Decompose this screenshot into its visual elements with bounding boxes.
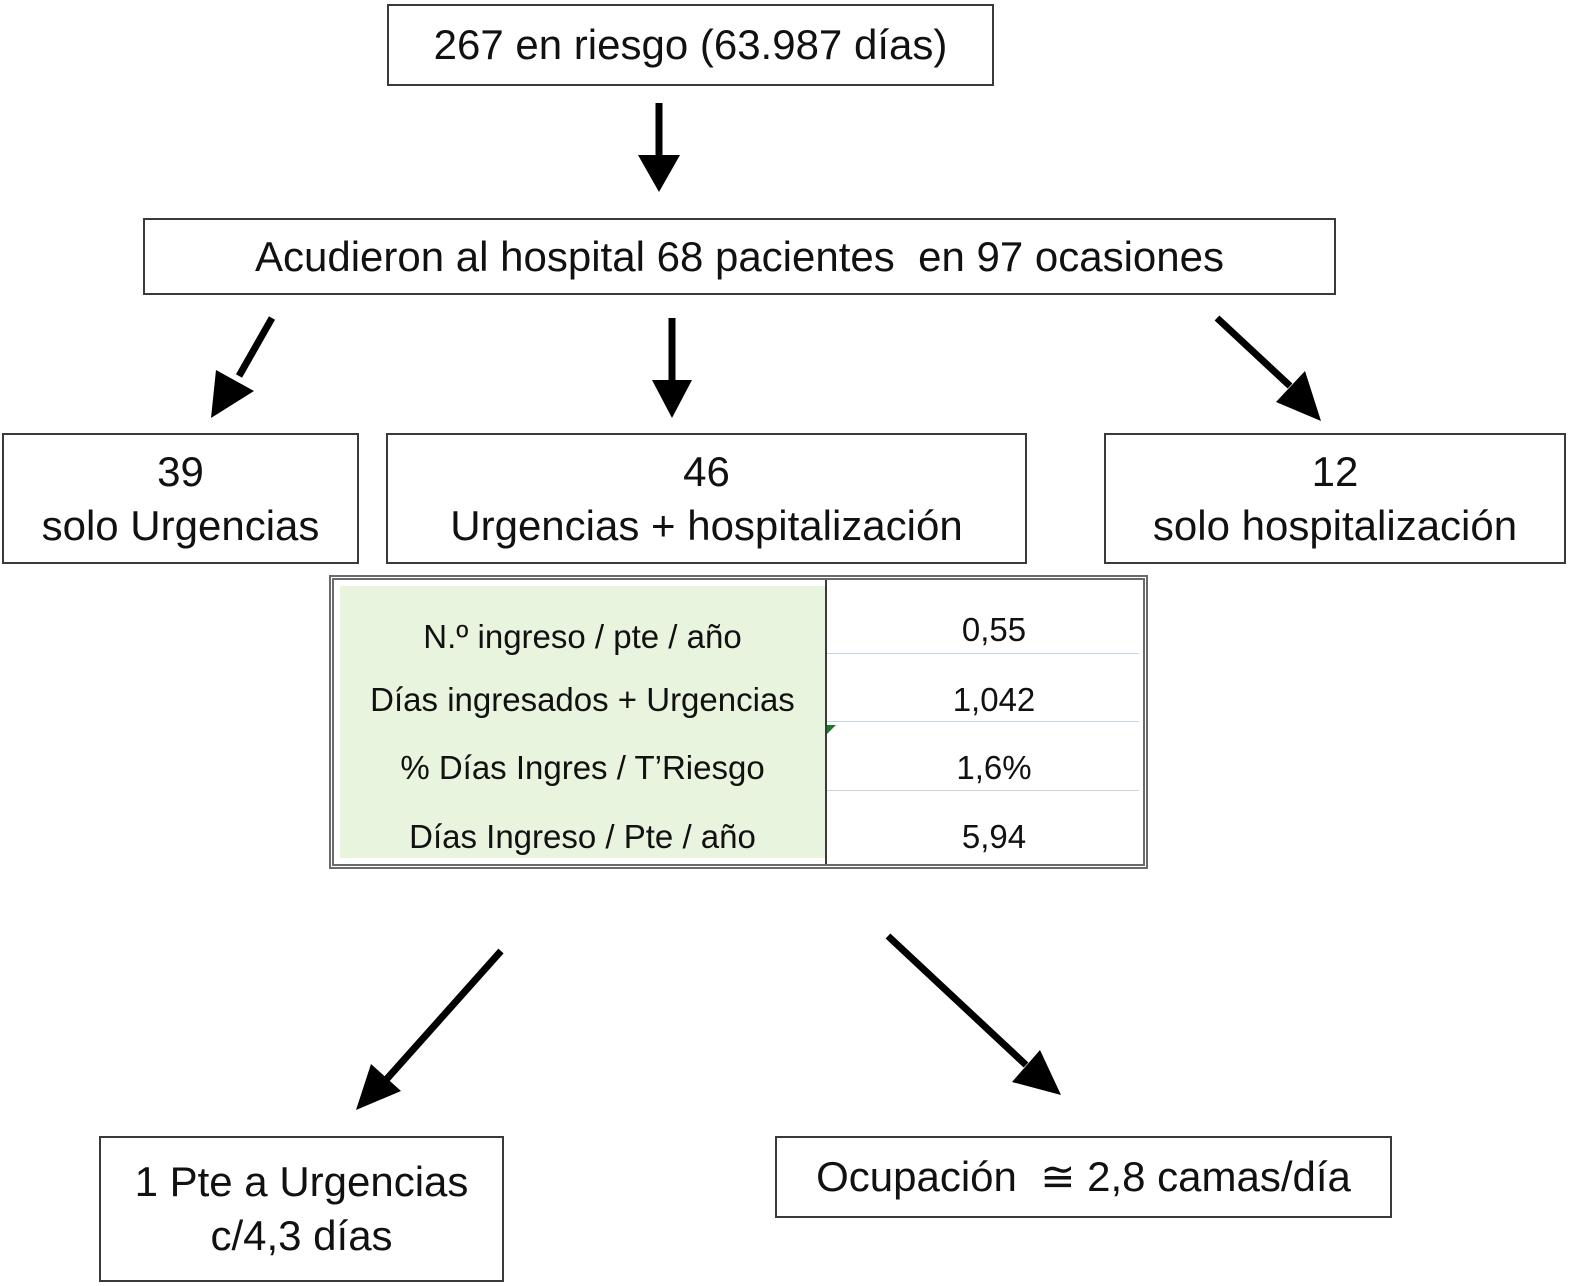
stats-row-divider <box>827 790 1139 791</box>
emergency-plus-hospitalization-label: Urgencias + hospitalización <box>450 501 963 549</box>
stats-row-value: 1,042 <box>952 681 1036 718</box>
arrow-table-to-frequency <box>356 948 504 1110</box>
hospital-visits-box: Acudieron al hospital 68 pacientes en 97… <box>143 218 1336 295</box>
cell-marker-icon <box>827 725 836 734</box>
stats-row-value: 0,55 <box>961 611 1027 648</box>
stats-row-label: N.º ingreso / pte / año <box>423 618 742 655</box>
stats-column-divider <box>825 580 827 864</box>
only-emergency-box: 39 solo Urgencias <box>2 433 359 564</box>
at-risk-box: 267 en riesgo (63.987 días) <box>387 4 994 86</box>
stats-row-label: Días Ingreso / Pte / año <box>409 818 756 855</box>
bed-occupancy-text: Ocupación ≅ 2,8 camas/día <box>816 1153 1351 1200</box>
emergency-frequency-box: 1 Pte a Urgencias c/4,3 días <box>99 1136 504 1282</box>
stats-row-divider <box>827 721 1139 722</box>
emergency-plus-hospitalization-box: 46 Urgencias + hospitalización <box>386 433 1027 564</box>
bed-occupancy-box: Ocupación ≅ 2,8 camas/día <box>775 1136 1392 1218</box>
arrow-table-to-occupancy <box>885 933 1061 1095</box>
stats-row-divider <box>827 653 1139 654</box>
only-hospitalization-label: solo hospitalización <box>1152 501 1518 549</box>
emergency-frequency-line2: c/4,3 días <box>210 1212 393 1259</box>
at-risk-text: 267 en riesgo (63.987 días) <box>433 21 948 68</box>
only-hospitalization-count: 12 <box>1311 447 1359 495</box>
stats-row-label: Días ingresados + Urgencias <box>370 681 795 718</box>
arrow-visits-to-only-er <box>211 316 276 418</box>
arrow-risk-to-visits <box>638 103 680 192</box>
hospital-visits-text: Acudieron al hospital 68 pacientes en 97… <box>255 232 1224 280</box>
only-emergency-count: 39 <box>157 447 204 495</box>
arrow-visits-to-er-hosp <box>652 318 692 418</box>
only-hospitalization-box: 12 solo hospitalización <box>1104 433 1566 564</box>
only-emergency-label: solo Urgencias <box>41 501 320 549</box>
stats-row-label: % Días Ingres / T’Riesgo <box>400 749 765 786</box>
stats-label-column <box>340 586 825 858</box>
stats-row-value: 5,94 <box>961 818 1027 855</box>
stats-table: N.º ingreso / pte / año 0,55 Días ingres… <box>329 575 1148 869</box>
stats-row-value: 1,6% <box>956 749 1032 786</box>
arrow-visits-to-only-hosp <box>1214 315 1321 421</box>
emergency-frequency-line1: 1 Pte a Urgencias <box>134 1158 469 1205</box>
emergency-plus-hospitalization-count: 46 <box>683 447 730 495</box>
